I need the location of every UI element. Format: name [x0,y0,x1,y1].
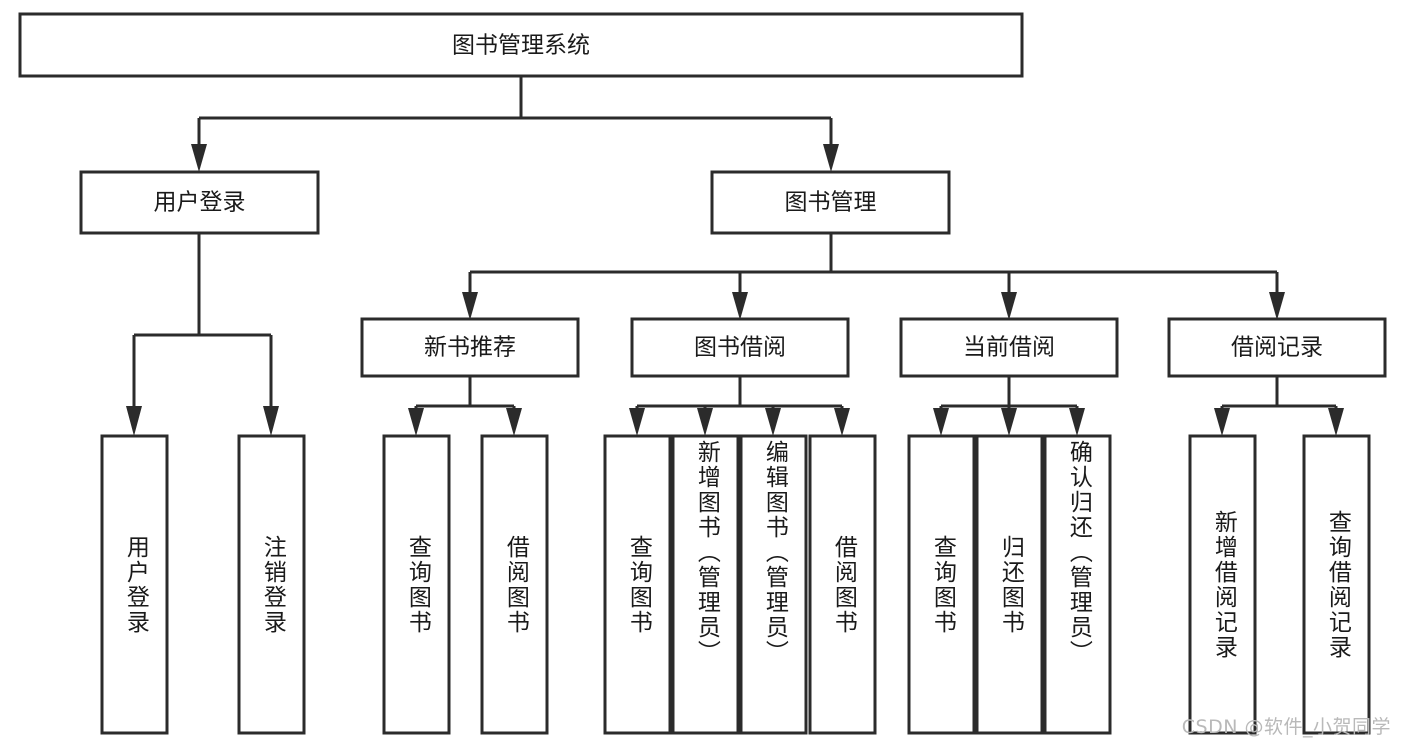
arrow-head-leaf-logout [263,406,279,436]
leaf-box-user-login[interactable] [100,434,169,735]
node-current-borrow-box[interactable] [899,317,1119,378]
node-borrow-record-box[interactable] [1167,317,1387,378]
leaf-box-bb-borrow-book[interactable] [808,434,877,735]
leaf-box-nb-query-book[interactable] [382,434,451,735]
leaf-box-cb-query-book[interactable] [907,434,976,735]
arrow-head-leaf-bb-add [697,408,713,436]
node-new-book-label: 新书推荐 [424,335,516,361]
node-root-label: 图书管理系统 [452,33,590,59]
node-user-login-label: 用户登录 [154,190,246,216]
arrow-head-leaf-cb-confirm [1069,408,1085,436]
arrow-head-new-book [462,292,478,320]
arrow-head-book-borrow [732,292,748,320]
arrow-head-leaf-nb-query [408,408,424,436]
node-root-box[interactable] [18,12,1024,78]
arrow-head-leaf-user-login [126,406,142,436]
arrow-head-current-borrow [1001,292,1017,320]
leaf-box-bb-edit-book[interactable] [739,434,808,735]
node-book-borrow-box[interactable] [630,317,850,378]
arrow-head-book-mgmt [823,144,839,172]
node-borrow-record-label: 借阅记录 [1231,335,1323,361]
arrow-head-borrow-record [1269,292,1285,320]
connector-group-user-login-children [126,233,279,436]
connector-group-borrow-record-children [1214,376,1344,436]
leaf-box-nb-borrow-book[interactable] [480,434,549,735]
csdn-watermark: CSDN @软件_小贺同学 [1181,716,1391,738]
leaf-box-br-add-record[interactable] [1188,434,1257,735]
arrow-head-leaf-bb-query [629,408,645,436]
leaf-box-logout[interactable] [237,434,306,735]
arrow-head-leaf-nb-borrow [506,408,522,436]
arrow-head-leaf-cb-query [933,408,949,436]
leaf-box-cb-confirm-return[interactable] [1043,434,1112,735]
arrow-head-user-login [191,144,207,172]
node-book-borrow-label: 图书借阅 [694,335,786,361]
connector-group-root [191,76,839,172]
arrow-head-leaf-br-add [1214,408,1230,436]
node-new-book-box[interactable] [360,317,580,378]
arrow-head-leaf-bb-edit [765,408,781,436]
connector-group-current-borrow-children [933,376,1085,436]
arrow-head-leaf-cb-return [1001,408,1017,436]
node-current-borrow-label: 当前借阅 [963,335,1055,361]
connector-group-book-mgmt [462,233,1285,320]
node-book-mgmt-label: 图书管理 [785,190,877,216]
node-book-mgmt-box[interactable] [710,170,951,235]
arrow-head-leaf-bb-borrow [834,408,850,436]
arrow-head-leaf-br-query [1328,408,1344,436]
connector-group-new-book-children [408,376,522,436]
leaf-box-bb-query-book[interactable] [603,434,672,735]
connector-group-book-borrow-children [629,376,850,436]
leaf-box-cb-return-book[interactable] [975,434,1044,735]
node-user-login-box[interactable] [79,170,320,235]
leaf-box-br-query-record[interactable] [1302,434,1371,735]
leaf-box-bb-add-book[interactable] [671,434,740,735]
